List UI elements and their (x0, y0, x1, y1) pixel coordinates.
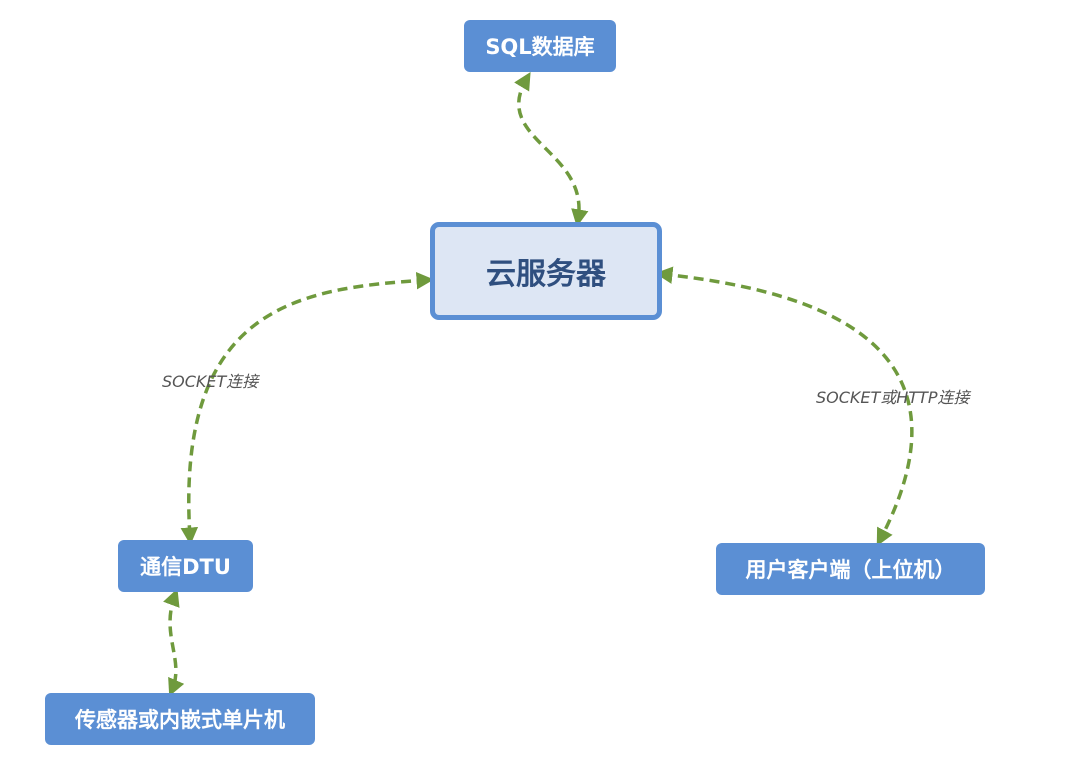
cloud-server-node: 云服务器 (430, 222, 662, 320)
sql-database-node: SQL数据库 (464, 20, 616, 72)
link-server-client (655, 266, 914, 547)
link-db-server (514, 71, 589, 227)
sensor-node: 传感器或内嵌式单片机 (45, 693, 315, 745)
sensor-label: 传感器或内嵌式单片机 (75, 708, 285, 732)
link-server-dtu (180, 271, 434, 545)
client-node: 用户客户端（上位机） (716, 543, 985, 595)
cloud-server-label: 云服务器 (486, 257, 606, 292)
link-dtu-sensor (163, 588, 185, 697)
sql-database-label: SQL数据库 (485, 35, 595, 59)
dtu-node: 通信DTU (118, 540, 253, 592)
dtu-label: 通信DTU (140, 555, 231, 579)
edge-label-socket: SOCKET连接 (162, 372, 260, 391)
edge-label-socket-http: SOCKET或HTTP连接 (816, 388, 972, 407)
client-label: 用户客户端（上位机） (745, 558, 956, 582)
